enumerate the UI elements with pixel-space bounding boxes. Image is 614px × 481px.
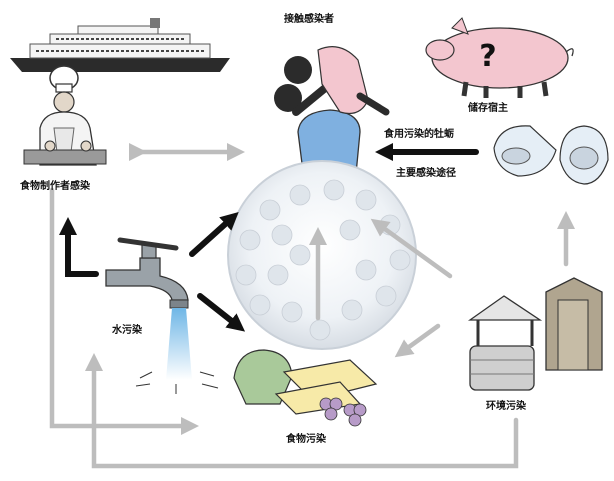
chef-icon (23, 65, 107, 166)
gray-arrow-env-to-water (85, 353, 519, 469)
black-arrow-water-to-food (197, 293, 246, 332)
contact-infected-label: 接触感染者 (284, 14, 334, 25)
oyster-icon (493, 125, 609, 185)
main-route-label: 主要感染途径 (396, 168, 456, 179)
unknown-host-question-mark: ? (479, 39, 496, 74)
gray-arrow-env-to-food (394, 323, 441, 358)
norovirus-particle-icon (227, 160, 417, 350)
gray-arrows (49, 143, 575, 469)
black-arrow-water-to-chef (59, 217, 99, 277)
food-contamination-label: 食物污染 (286, 434, 326, 445)
black-arrows (59, 143, 479, 332)
pig-icon: ? (425, 17, 574, 98)
running-water-icon (135, 308, 219, 394)
contaminated-food-icon (233, 349, 378, 427)
contaminated-oysters-label: 食用污染的牡蛎 (384, 129, 454, 140)
food-handler-label: 食物制作者感染 (20, 181, 90, 192)
environment-contamination-label: 环境污染 (486, 401, 526, 412)
reservoir-host-label: 储存宿主 (468, 103, 508, 114)
gray-arrow-env-to-virus (370, 218, 453, 279)
cruise-ship-icon (10, 18, 230, 72)
faucet-icon (105, 237, 189, 309)
black-arrow-water-to-virus (189, 211, 239, 257)
gray-arrow-chef-to-food (49, 187, 199, 435)
water-contamination-label: 水污染 (112, 325, 142, 336)
well-and-outhouse-icon (467, 277, 603, 391)
